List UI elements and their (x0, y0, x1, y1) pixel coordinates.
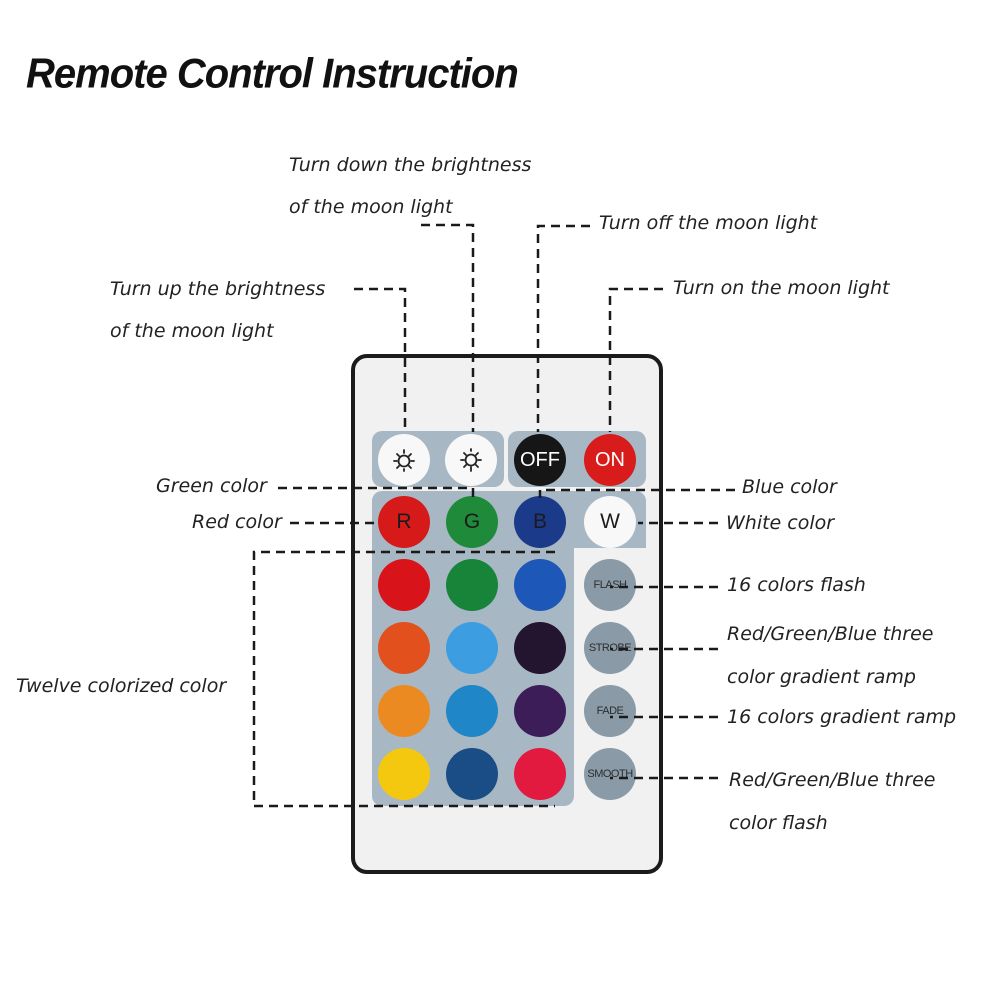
color-button-1-3[interactable] (514, 559, 566, 611)
leader-off (536, 224, 590, 432)
color-button-3-2[interactable] (446, 685, 498, 737)
label-smooth-1: Red/Green/Blue three (729, 769, 936, 791)
label-on: Turn on the moon light (673, 277, 890, 299)
brightness-down-button[interactable] (445, 434, 497, 486)
label-brightness-down-2: of the moon light (289, 196, 453, 218)
color-button-2-1[interactable] (378, 622, 430, 674)
label-brightness-down-1: Turn down the brightness (289, 154, 532, 176)
color-button-4-3[interactable] (514, 748, 566, 800)
label-flash: 16 colors flash (727, 574, 866, 596)
brightness-down-icon (460, 448, 482, 472)
label-strobe-1: Red/Green/Blue three (727, 623, 934, 645)
color-button-1-2[interactable] (446, 559, 498, 611)
color-button-4-1[interactable] (378, 748, 430, 800)
color-button-1-1[interactable] (378, 559, 430, 611)
color-button-3-3[interactable] (514, 685, 566, 737)
leader-blue (538, 488, 735, 498)
label-off: Turn off the moon light (599, 212, 818, 234)
color-button-4-2[interactable] (446, 748, 498, 800)
label-green: Green color (156, 475, 267, 497)
label-strobe-2: color gradient ramp (727, 666, 916, 688)
label-twelve-colors: Twelve colorized color (16, 675, 227, 697)
leader-green (278, 486, 475, 498)
red-button[interactable]: R (378, 496, 430, 548)
brightness-up-button[interactable] (378, 434, 430, 486)
label-blue: Blue color (742, 476, 837, 498)
color-button-3-1[interactable] (378, 685, 430, 737)
leader-brightness-up (354, 287, 407, 432)
leader-twelve (252, 550, 555, 808)
leader-on (608, 287, 663, 432)
page-title: Remote Control Instruction (26, 50, 519, 98)
label-brightness-up-1: Turn up the brightness (110, 278, 326, 300)
label-brightness-up-2: of the moon light (110, 320, 274, 342)
color-button-2-3[interactable] (514, 622, 566, 674)
label-fade: 16 colors gradient ramp (727, 706, 957, 728)
label-red: Red color (192, 511, 282, 533)
leader-brightness-down (421, 223, 475, 432)
label-white: White color (726, 512, 835, 534)
brightness-up-icon (393, 449, 415, 472)
color-button-2-2[interactable] (446, 622, 498, 674)
label-smooth-2: color flash (729, 812, 828, 834)
